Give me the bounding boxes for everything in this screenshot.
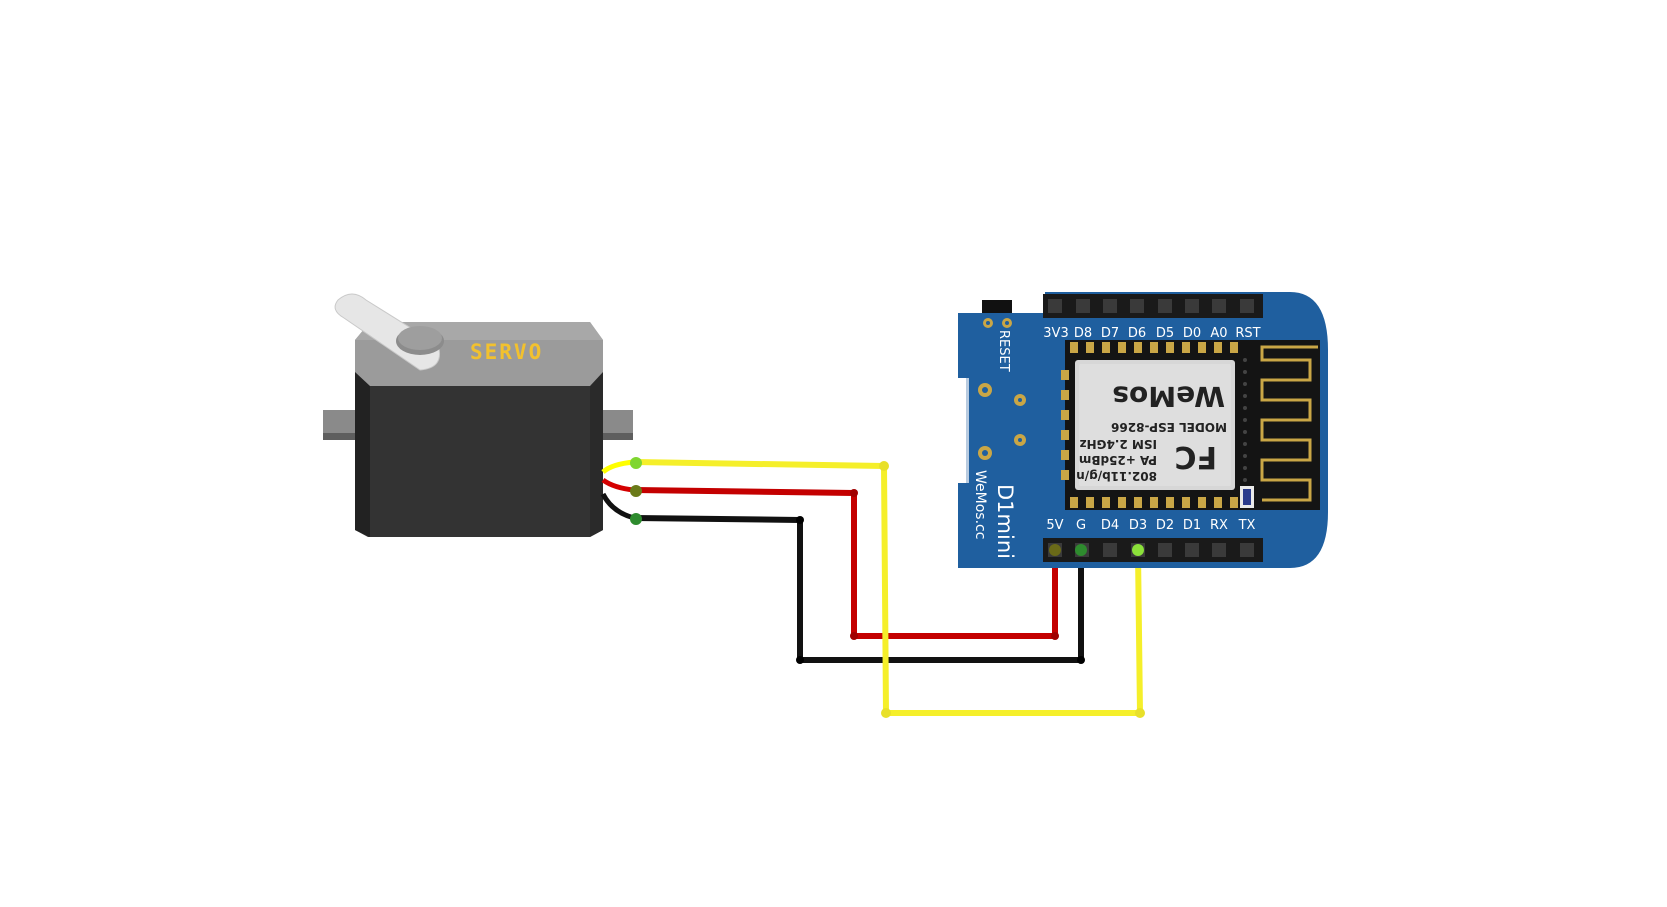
header-pin[interactable]: [1185, 543, 1199, 557]
pin-label-bottom: D4: [1101, 518, 1119, 533]
header-pin[interactable]: [1103, 299, 1117, 313]
header-pin[interactable]: [1185, 299, 1199, 313]
shield-std-line: 802.11b/g/n: [1076, 469, 1157, 483]
reset-label: RESET: [996, 330, 1011, 372]
servo-body-side-left: [355, 372, 370, 537]
shield-pa-line: PA +25dBm: [1079, 453, 1157, 467]
shield-brand: WeMos: [1112, 380, 1225, 413]
pin-label-bottom: D2: [1156, 518, 1174, 533]
header-pin[interactable]: [1158, 543, 1172, 557]
side-pad-hole: [1018, 438, 1022, 442]
header-pin[interactable]: [1076, 299, 1090, 313]
wire-bend-dot: [850, 632, 858, 640]
servo-pin-signal[interactable]: [630, 457, 642, 469]
header-pin[interactable]: [1212, 299, 1226, 313]
servo-lead-ground: [600, 492, 635, 521]
servo-motor: SERVO: [323, 293, 633, 537]
module-pads-left: [1061, 370, 1069, 480]
board-pin-5v[interactable]: [1049, 544, 1061, 556]
wire-bend-dot: [881, 708, 891, 718]
side-pad-hole: [1018, 398, 1022, 402]
header-pin[interactable]: [1240, 543, 1254, 557]
shield-model-line: MODEL ESP-8266: [1111, 420, 1227, 434]
pin-label-top: D7: [1101, 326, 1119, 341]
wire-bend-dot: [1051, 632, 1059, 640]
servo-lead-power: [601, 477, 635, 493]
module-dots-right: [1243, 358, 1247, 482]
pin-label-bottom: D3: [1129, 518, 1147, 533]
reset-pad-hole: [1005, 321, 1009, 325]
servo-body-side-right: [590, 372, 603, 537]
shield-markings: 802.11b/g/n PA +25dBm ISM 2.4GHz MODEL E…: [1076, 380, 1227, 483]
header-pin[interactable]: [1130, 299, 1144, 313]
side-pad-hole: [982, 450, 988, 456]
shield-ism-line: ISM 2.4GHz: [1080, 437, 1157, 451]
header-top-pins: [1048, 299, 1254, 313]
board-pin-d3[interactable]: [1132, 544, 1144, 556]
header-pin[interactable]: [1103, 543, 1117, 557]
servo-body: [355, 372, 603, 537]
d1-mini-board: 3V3 D8 D7 D6 D5 D0 A0 RST RESET D1mini W…: [958, 292, 1328, 568]
module-pads-top: [1070, 342, 1238, 353]
wire-bend-dot: [879, 461, 889, 471]
side-pad-hole: [982, 387, 988, 393]
pin-label-top: D5: [1156, 326, 1174, 341]
pin-label-bottom: RX: [1210, 518, 1228, 533]
pin-label-bottom: TX: [1238, 518, 1256, 533]
servo-label: SERVO: [470, 340, 543, 364]
wires: [630, 457, 1145, 718]
fc-mark: FC: [1174, 439, 1217, 474]
pin-label-bottom: G: [1076, 518, 1086, 533]
header-pin[interactable]: [1048, 299, 1062, 313]
servo-pin-ground[interactable]: [630, 513, 642, 525]
board-pin-g[interactable]: [1075, 544, 1087, 556]
header-pin[interactable]: [1212, 543, 1226, 557]
wire-bend-dot: [850, 489, 858, 497]
pin-label-bottom: D1: [1183, 518, 1201, 533]
servo-pin-power[interactable]: [630, 485, 642, 497]
wire-bend-dot: [1135, 708, 1145, 718]
pin-label-top: D0: [1183, 326, 1201, 341]
pin-label-top: D8: [1074, 326, 1092, 341]
board-maker: WeMos.cc: [972, 470, 988, 539]
module-pads-bottom: [1070, 497, 1238, 508]
header-pin[interactable]: [1240, 299, 1254, 313]
servo-leads: [600, 459, 635, 521]
board-name: D1mini: [993, 484, 1017, 559]
pin-label-top: D6: [1128, 326, 1146, 341]
reset-pad-hole: [986, 321, 990, 325]
header-pin[interactable]: [1158, 299, 1172, 313]
smd-component-body: [1243, 489, 1251, 505]
pin-label-top: 3V3: [1043, 326, 1068, 341]
pin-label-top: RST: [1235, 326, 1260, 341]
servo-shaft-cap-top: [398, 326, 442, 350]
rf-shield-inner: [1079, 364, 1231, 486]
wire-bend-dot: [1077, 656, 1085, 664]
pin-label-bottom: 5V: [1046, 518, 1063, 533]
antenna-trace: [1260, 345, 1318, 502]
wire-bend-dot: [796, 516, 804, 524]
usb-notch-edge: [966, 378, 969, 483]
usb-notch: [958, 378, 968, 483]
pin-label-top: A0: [1210, 326, 1227, 341]
wire-bend-dot: [796, 656, 804, 664]
servo-lead-signal: [601, 459, 635, 474]
